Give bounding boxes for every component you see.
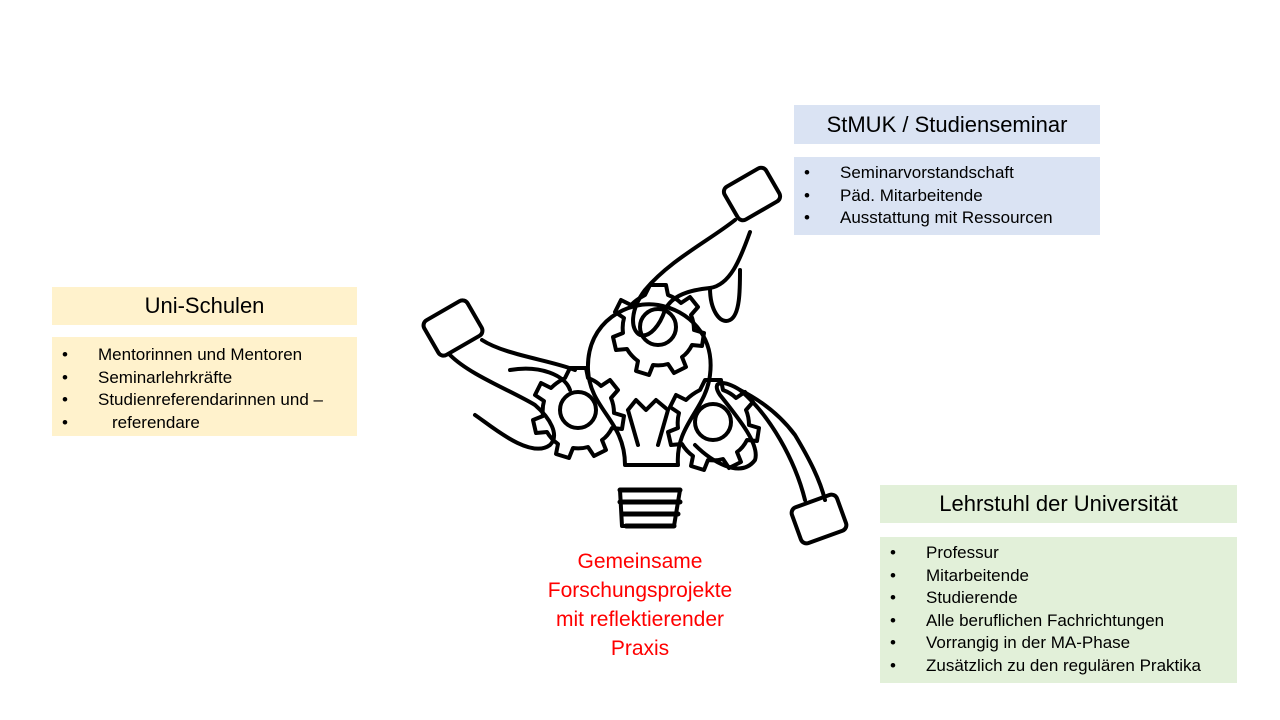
list-item: Vorrangig in der MA-Phase	[880, 632, 1233, 655]
list-item: Mitarbeitende	[880, 565, 1233, 588]
list-item-continuation: referendare	[52, 412, 351, 435]
stmuk-title: StMUK / Studienseminar	[794, 105, 1100, 144]
list-item: Mentorinnen und Mentoren	[52, 344, 351, 367]
list-item: Ausstattung mit Ressourcen	[794, 207, 1096, 230]
list-item: Professur	[880, 542, 1233, 565]
lehrstuhl-list: Professur Mitarbeitende Studierende Alle…	[880, 537, 1237, 683]
uni-schulen-title: Uni-Schulen	[52, 287, 357, 325]
hand-icon	[693, 381, 849, 546]
list-item: Alle beruflichen Fachrichtungen	[880, 610, 1233, 633]
uni-schulen-list: Mentorinnen und Mentoren Seminarlehrkräf…	[52, 337, 357, 436]
list-item: Zusätzlich zu den regulären Praktika	[880, 655, 1233, 678]
center-caption: Gemeinsame Forschungsprojekte mit reflek…	[547, 550, 733, 660]
hands-gears-lightbulb-icon	[421, 165, 849, 546]
lightbulb-icon	[585, 302, 713, 529]
list-item: Studierende	[880, 587, 1233, 610]
lehrstuhl-title: Lehrstuhl der Universität	[880, 485, 1237, 523]
list-item: Seminarvorstandschaft	[794, 162, 1096, 185]
list-item: Studienreferendarinnen und –	[52, 389, 351, 412]
list-item: Seminarlehrkräfte	[52, 367, 351, 390]
hand-icon	[631, 165, 783, 338]
list-item: Päd. Mitarbeitende	[794, 185, 1096, 208]
hand-icon	[421, 298, 577, 451]
stmuk-list: Seminarvorstandschaft Päd. Mitarbeitende…	[794, 157, 1100, 235]
